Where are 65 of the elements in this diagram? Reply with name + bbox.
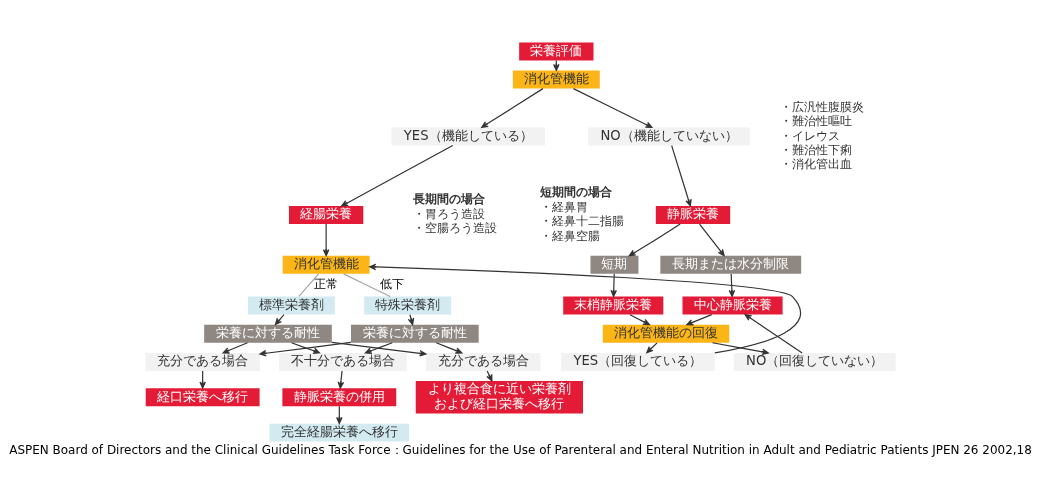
node-box: 長期または水分制限 xyxy=(660,255,802,274)
arrow xyxy=(610,272,617,297)
arrow xyxy=(744,313,803,353)
arrow xyxy=(322,223,330,256)
node-box: YES（回復している） xyxy=(561,352,715,371)
label: ・経鼻十二指腸 xyxy=(540,213,625,228)
node-box: 栄養に対する耐性 xyxy=(351,324,479,343)
arrow xyxy=(646,341,658,353)
arrow xyxy=(222,341,249,354)
caption: ASPEN Board of Directors and the Clinical Guidelines Task Force：Guidelines for the Use of Parenteral and Enteral Nutrition in Adult and Pediatric Patients JPEN 26 2002,18 xyxy=(9,442,1032,457)
arrow xyxy=(698,223,725,256)
arrow xyxy=(435,341,463,354)
node-box: 静脈栄養の併用 xyxy=(282,387,397,406)
arrow xyxy=(259,341,352,357)
edge-label: 低下 xyxy=(379,276,404,291)
arrow xyxy=(686,313,713,326)
arrow xyxy=(331,341,427,357)
arrow xyxy=(341,144,454,207)
label: ・イレウス xyxy=(780,128,841,143)
node-box: 中心静脈栄養 xyxy=(682,296,783,315)
arrow xyxy=(369,263,802,354)
node-box: 充分である場合 xyxy=(425,352,541,371)
label: ・広汎性腹膜炎 xyxy=(780,99,865,114)
arrow xyxy=(481,87,544,128)
node-box: NO（機能していない） xyxy=(588,127,750,145)
label: ・難治性下痢 xyxy=(780,142,853,157)
node-box: 消化管機能 xyxy=(512,70,600,89)
label: ・胃ろう造設 xyxy=(413,206,486,221)
arrow xyxy=(711,341,769,355)
label: ・経鼻胃 xyxy=(540,199,589,214)
node-box: より複合食に近い栄養剤および経口栄養へ移行 xyxy=(415,380,583,413)
node-box: NO（回復していない） xyxy=(733,352,896,371)
label: ・空腸ろう造設 xyxy=(413,220,498,235)
arrow xyxy=(629,313,651,325)
node-box: 標準栄養剤 xyxy=(247,296,335,315)
arrow xyxy=(274,313,285,325)
arrow xyxy=(671,144,692,206)
arrow xyxy=(337,369,345,389)
label: ・消化管出血 xyxy=(780,156,853,171)
label: ・経鼻空腸 xyxy=(540,228,601,243)
arrow xyxy=(628,222,681,256)
connector xyxy=(298,272,320,297)
node-box: 経腸栄養 xyxy=(288,205,364,224)
node-box: 短期 xyxy=(590,255,639,274)
node-box: 完全経腸栄養へ移行 xyxy=(269,423,410,442)
node-box: 消化管機能 xyxy=(282,255,370,274)
arrow xyxy=(290,341,321,354)
arrow xyxy=(572,87,653,128)
connector xyxy=(343,272,391,297)
arrow xyxy=(364,341,393,354)
node-box: 経口栄養へ移行 xyxy=(145,387,260,406)
node-box: 特殊栄養剤 xyxy=(364,296,452,315)
label: 短期間の場合 xyxy=(540,184,613,199)
node-box: YES（機能している） xyxy=(391,127,545,145)
label: ・難治性嘔吐 xyxy=(780,113,853,128)
node-box: 栄養に対する耐性 xyxy=(204,324,332,343)
node-box: 静脈栄養 xyxy=(655,205,731,224)
edge-label: 正常 xyxy=(314,276,339,291)
node-box: 消化管機能の回復 xyxy=(602,324,730,343)
node-box: 末梢静脈栄養 xyxy=(563,296,664,315)
label: 長期間の場合 xyxy=(413,191,486,206)
node-box: 充分である場合 xyxy=(145,352,260,371)
node-box: 不十分である場合 xyxy=(279,352,407,371)
arrow xyxy=(486,369,493,381)
node-box: 栄養評価 xyxy=(519,41,594,60)
